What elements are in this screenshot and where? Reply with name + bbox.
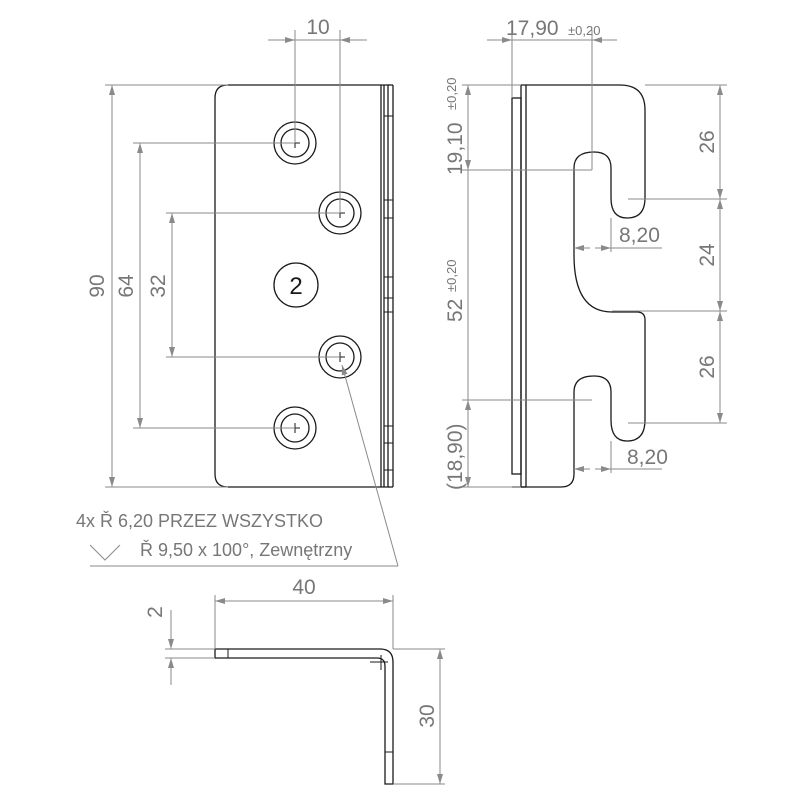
dim-lower-hook: 26 (628, 311, 727, 424)
svg-text:19,10: 19,10 (444, 122, 467, 175)
hole-callout: 4x Ř 6,20 PRZEZ WSZYSTKO Ř 9,50 x 100°, … (76, 364, 399, 567)
hole-note-line1: 4x Ř 6,20 PRZEZ WSZYSTKO (76, 511, 323, 531)
item-balloon: 2 (273, 262, 319, 308)
svg-text:±0,20: ±0,20 (568, 23, 600, 38)
svg-text:17,90: 17,90 (506, 17, 559, 40)
dim-slot-width-upper: 8,20 (574, 218, 662, 252)
svg-text:26: 26 (696, 130, 719, 153)
svg-text:8,20: 8,20 (627, 446, 668, 469)
dim-top-offset: 19,10 ±0,20 (444, 78, 592, 175)
dim-thickness: 2 (144, 606, 215, 685)
dim-slot-width-lower: 8,20 (574, 441, 668, 473)
dim-bottom-ref: (18,90) (444, 399, 592, 490)
dim-outer-hole-spacing: 64 (115, 142, 295, 429)
dim-height-total: 90 (86, 84, 228, 488)
dim-inner-hole-spacing: 32 (147, 212, 340, 358)
svg-text:8,20: 8,20 (619, 224, 660, 247)
svg-text:10: 10 (306, 16, 329, 39)
svg-text:2: 2 (144, 606, 167, 618)
front-view: 2 10 90 64 32 (86, 16, 394, 488)
svg-text:26: 26 (696, 355, 719, 378)
angle-profile (214, 648, 394, 785)
svg-text:2: 2 (289, 273, 302, 300)
svg-text:±0,20: ±0,20 (444, 78, 459, 110)
dim-middle: 52 ±0,20 (444, 170, 469, 400)
side-view: 17,90 ±0,20 19,10 ±0,20 52 ±0,20 (18,90) (444, 17, 727, 490)
svg-text:52: 52 (444, 299, 467, 322)
svg-text:(18,90): (18,90) (444, 423, 467, 490)
svg-text:32: 32 (147, 274, 170, 297)
svg-text:24: 24 (696, 243, 719, 267)
dim-length: 40 (214, 576, 394, 649)
dim-upper-hook: 26 (628, 84, 727, 200)
svg-text:±0,20: ±0,20 (444, 260, 459, 292)
dim-width: 17,90 ±0,20 (487, 17, 617, 170)
svg-text:30: 30 (416, 704, 439, 727)
top-view: 40 2 30 (144, 576, 445, 785)
dim-gap: 24 (612, 199, 727, 312)
dim-hole-offset: 10 (268, 16, 367, 213)
svg-text:90: 90 (86, 274, 109, 297)
hook-profile (521, 84, 646, 488)
dim-height: 30 (393, 648, 445, 785)
flange-ticks (384, 115, 393, 471)
svg-text:40: 40 (292, 576, 315, 599)
hole-note-line2: Ř 9,50 x 100°, Zewnętrzny (140, 540, 352, 560)
svg-text:64: 64 (115, 274, 138, 298)
